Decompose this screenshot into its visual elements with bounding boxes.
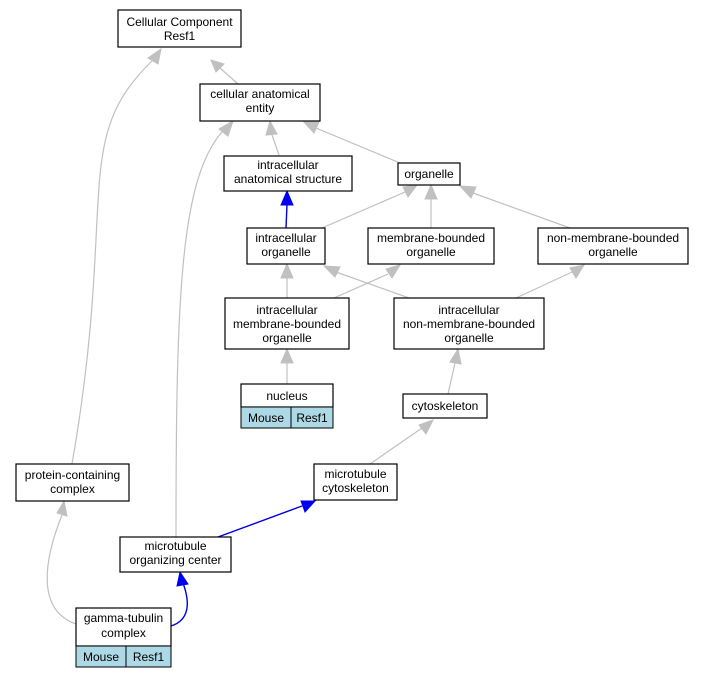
node-label-line: intracellular xyxy=(255,231,316,245)
node-label-line: cellular anatomical xyxy=(210,87,309,101)
node-intracellular-anatomical-structure[interactable]: intracellular anatomical structure xyxy=(223,155,353,192)
node-label-line: organelle xyxy=(262,331,312,345)
node-intracellular-non-membrane-bounded-organelle[interactable]: intracellular non-membrane-bounded organ… xyxy=(393,297,545,350)
node-label-line: organelle xyxy=(444,331,494,345)
annotation-gene: Resf1 xyxy=(133,650,165,664)
node-label-line: protein-containing xyxy=(25,468,120,482)
node-protein-containing-complex[interactable]: protein-containing complex xyxy=(15,463,130,502)
node-label-line: intracellular xyxy=(256,303,317,317)
node-label-line: membrane-bounded xyxy=(233,317,341,331)
node-label-line: cytoskeleton xyxy=(412,399,479,413)
nucleus-annotation-row: Mouse Resf1 xyxy=(240,406,334,429)
node-gamma-tubulin-complex[interactable]: gamma-tubulin complex xyxy=(75,607,172,647)
node-label-line: non-membrane-bounded xyxy=(403,317,535,331)
node-organelle[interactable]: organelle xyxy=(397,162,461,186)
node-microtubule-organizing-center[interactable]: microtubule organizing center xyxy=(119,536,232,573)
node-label-line: microtubule xyxy=(144,539,206,553)
node-label-line: Cellular Component xyxy=(126,15,233,29)
node-intracellular-membrane-bounded-organelle[interactable]: intracellular membrane-bounded organelle xyxy=(224,297,350,350)
node-cellular-anatomical-entity[interactable]: cellular anatomical entity xyxy=(199,83,321,122)
node-label-line: intracellular xyxy=(438,303,499,317)
annotation-species: Mouse xyxy=(248,411,284,425)
node-label-line: non-membrane-bounded xyxy=(547,231,679,245)
node-label-line: Resf1 xyxy=(164,29,196,43)
annotation-cell-gene xyxy=(125,645,172,668)
node-label-line: organizing center xyxy=(129,553,221,567)
node-cellular-component-resf1[interactable]: Cellular Component Resf1 xyxy=(117,9,242,48)
annotation-species: Mouse xyxy=(83,650,119,664)
node-nucleus[interactable]: nucleus xyxy=(240,383,334,408)
edges xyxy=(46,47,586,627)
node-label-line: anatomical structure xyxy=(234,172,342,186)
node-label-line: organelle xyxy=(588,245,638,259)
node-label-line: organelle xyxy=(406,245,456,259)
gtc-annotation-row: Mouse Resf1 xyxy=(75,645,172,668)
node-label-line: cytoskeleton xyxy=(322,481,389,495)
node-cytoskeleton[interactable]: cytoskeleton xyxy=(402,393,488,419)
node-label-line: gamma-tubulin xyxy=(84,611,163,625)
annotation-gene: Resf1 xyxy=(296,411,328,425)
annotation-cell-gene xyxy=(290,406,334,429)
node-label-line: complex xyxy=(101,626,146,640)
node-label-line: entity xyxy=(246,101,275,115)
node-label-line: complex xyxy=(50,482,95,496)
node-microtubule-cytoskeleton[interactable]: microtubule cytoskeleton xyxy=(313,463,398,501)
node-intracellular-organelle[interactable]: intracellular organelle xyxy=(246,227,326,265)
node-label-line: organelle xyxy=(261,245,311,259)
node-label-line: membrane-bounded xyxy=(377,231,485,245)
node-label-line: nucleus xyxy=(266,389,307,403)
node-label-line: organelle xyxy=(404,167,454,181)
node-label-line: microtubule xyxy=(324,467,386,481)
node-non-membrane-bounded-organelle[interactable]: non-membrane-bounded organelle xyxy=(537,227,689,265)
node-membrane-bounded-organelle[interactable]: membrane-bounded organelle xyxy=(367,227,495,265)
node-label-line: intracellular xyxy=(257,158,318,172)
